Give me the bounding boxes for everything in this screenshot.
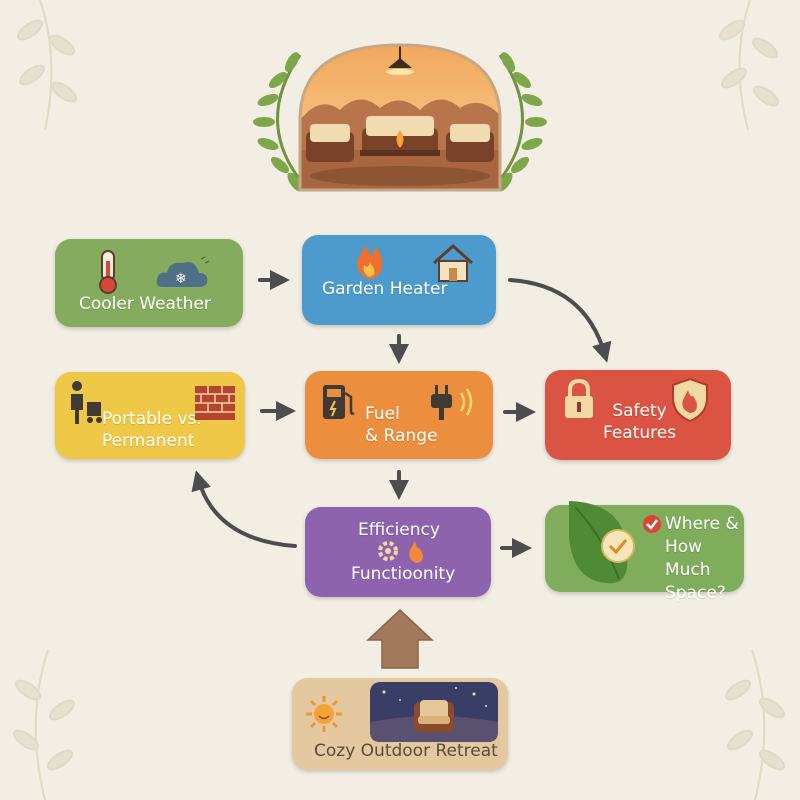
house-icon: [432, 244, 474, 282]
fuel-pump-icon: [323, 385, 355, 419]
sun-icon: [306, 696, 342, 732]
node-label-bottom: Functioonity: [351, 564, 456, 584]
node-efficiency-functionality: Efficiency Functioonity: [305, 507, 491, 597]
node-cozy-outdoor-retreat: Cozy Outdoor Retreat: [292, 678, 508, 770]
up-arrow-icon: [366, 608, 434, 669]
red-checkmark-icon: [643, 515, 661, 533]
node-label: Garden Heater: [322, 279, 448, 299]
node-cooler-weather: ❄ Cooler Weather: [55, 239, 243, 327]
padlock-icon: [565, 378, 593, 418]
node-label: Portable vs. Permanent: [102, 409, 202, 451]
svg-text:❄: ❄: [175, 271, 187, 287]
node-label: Cozy Outdoor Retreat: [314, 741, 498, 761]
leaf-sprig-icon: [17, 0, 77, 131]
plug-icon: [431, 385, 452, 420]
fire-shield-icon: [672, 377, 708, 423]
node-where-how-much-space: Where & How Much Space?: [545, 501, 744, 603]
node-fuel-and-range: Fuel & Range: [305, 371, 493, 459]
checkmark-icon: [601, 529, 635, 563]
node-label: Fuel & Range: [365, 404, 438, 446]
thermometer-icon: [99, 250, 117, 294]
node-label-top: Efficiency: [358, 520, 440, 540]
brick-wall-icon: [195, 386, 235, 420]
patio-scene: [300, 45, 500, 190]
night-chair-icon: [370, 682, 498, 742]
node-portable-vs-permanent: Portable vs. Permanent: [55, 372, 245, 459]
signal-waves-icon: [459, 388, 473, 416]
flame-icon: [357, 245, 383, 279]
leaf-icon: [569, 501, 628, 584]
snow-cloud-icon: ❄: [156, 256, 210, 287]
node-label: Where & How Much Space?: [665, 514, 739, 603]
arrow-heater-to-safety: [508, 278, 612, 363]
node-label: Cooler Weather: [79, 294, 211, 314]
node-safety-features: Safety Features: [545, 370, 731, 460]
leaf-sprig-icon: [13, 649, 75, 800]
small-flame-icon: [409, 541, 423, 563]
person-with-cart-icon: [71, 381, 102, 424]
leaf-sprig-icon: [719, 0, 779, 131]
node-garden-heater: Garden Heater: [302, 235, 496, 325]
node-label: Safety Features: [603, 401, 677, 443]
leaf-sprig-icon: [725, 649, 785, 800]
gear-icon: [378, 541, 398, 561]
arrow-efficiency-to-portable: [191, 470, 297, 548]
